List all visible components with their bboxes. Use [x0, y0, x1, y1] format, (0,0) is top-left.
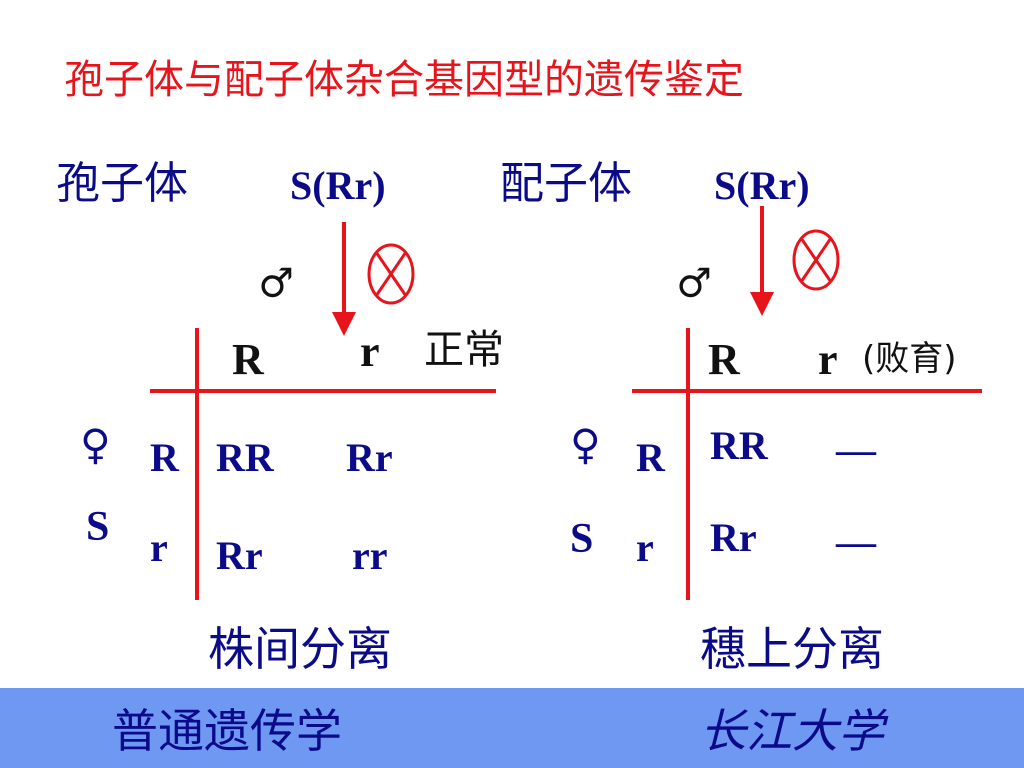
right-down-arrow — [750, 206, 774, 316]
right-cell-aborted-2: — — [836, 519, 876, 564]
left-male-symbol: ♂ — [258, 261, 294, 307]
left-row-header-2: r — [150, 525, 168, 570]
left-col-note: 正常 — [424, 327, 504, 373]
right-female-genotype: S — [570, 516, 594, 562]
right-grid-vertical-line — [686, 328, 690, 600]
left-cell-rr-dom: RR — [216, 435, 274, 480]
left-cell-rr-rec: rr — [352, 533, 388, 578]
right-col-header-2: r — [818, 335, 838, 384]
right-female-symbol: ♀ — [570, 420, 601, 469]
right-col-note: (败育) — [862, 339, 957, 379]
left-col-header-2: r — [360, 327, 380, 376]
right-grid-horizontal-line — [632, 389, 982, 393]
footer-course-name: 普通遗传学 — [112, 704, 342, 758]
left-genotype: S(Rr) — [290, 163, 386, 208]
right-male-symbol: ♂ — [676, 261, 712, 307]
right-cell-rr-dom: RR — [710, 423, 768, 468]
left-row-header-1: R — [150, 435, 179, 480]
left-cell-rr-het-1: Rr — [346, 435, 393, 480]
left-down-arrow — [332, 222, 356, 336]
left-female-symbol: ♀ — [80, 420, 111, 469]
page-title: 孢子体与配子体杂合基因型的遗传鉴定 — [64, 57, 744, 103]
left-grid-horizontal-line — [150, 389, 496, 393]
left-cell-rr-het-2: Rr — [216, 533, 263, 578]
right-heading: 配子体 — [500, 158, 632, 209]
right-cell-aborted-1: — — [836, 427, 876, 472]
left-col-header-1: R — [232, 335, 264, 384]
right-selfing-icon — [792, 229, 840, 291]
left-female-genotype: S — [86, 504, 110, 550]
right-row-header-2: r — [636, 525, 654, 570]
right-cell-rr-het: Rr — [710, 515, 757, 560]
right-genotype: S(Rr) — [714, 163, 810, 208]
right-caption: 穗上分离 — [700, 622, 884, 676]
left-grid-vertical-line — [195, 328, 199, 600]
right-col-header-1: R — [708, 335, 740, 384]
right-row-header-1: R — [636, 435, 665, 480]
footer-band — [0, 688, 1024, 768]
left-selfing-icon — [367, 243, 415, 305]
footer-university-name: 长江大学 — [700, 704, 884, 758]
left-caption: 株间分离 — [208, 622, 392, 676]
left-heading: 孢子体 — [56, 158, 188, 209]
